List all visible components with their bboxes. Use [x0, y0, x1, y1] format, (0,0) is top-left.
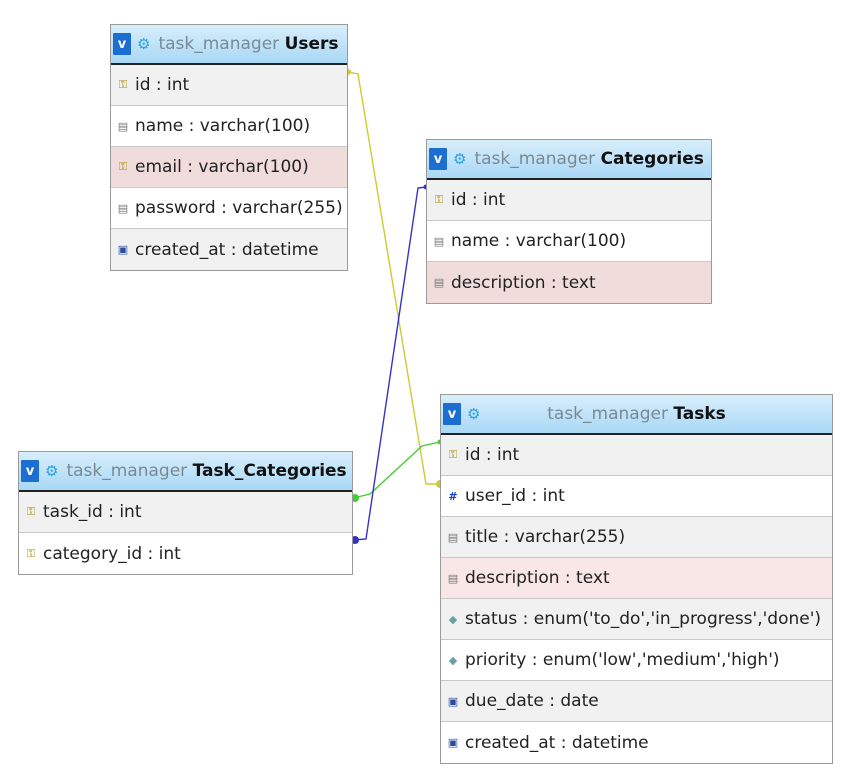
datetime-icon: ▣	[117, 243, 129, 256]
number-icon: #	[448, 489, 458, 503]
column-icon: ▤	[433, 276, 445, 289]
field-label: email : varchar(100)	[135, 157, 309, 177]
field-row[interactable]: ⚿ email : varchar(100)	[111, 147, 347, 188]
table-title: task_manager Users	[158, 34, 338, 54]
date-icon: ▣	[447, 694, 459, 708]
gear-icon[interactable]: ⚙	[453, 149, 467, 168]
table-title: task_manager Tasks	[441, 404, 832, 424]
table-name: Categories	[600, 149, 704, 169]
table-title: task_manager Categories	[474, 149, 703, 169]
enum-icon: ◆	[448, 612, 458, 626]
field-row[interactable]: ▤ description : text	[427, 262, 711, 303]
enum-icon: ◆	[448, 653, 458, 667]
table-categories[interactable]: v ⚙ task_manager Categories ⚿ id : int ▤ n…	[426, 139, 712, 304]
field-row[interactable]: ▣ created_at : datetime	[441, 722, 832, 763]
table-tasks[interactable]: v ⚙ task_manager Tasks ⚿ id : int # user_i…	[440, 394, 833, 764]
field-row[interactable]: # user_id : int	[441, 476, 832, 517]
relation-end-dot	[351, 536, 359, 544]
table-name: Users	[284, 34, 339, 54]
field-label: name : varchar(100)	[451, 231, 627, 251]
relation-end-dot	[351, 494, 359, 502]
table-title: task_manager Task_Categories	[66, 461, 346, 481]
key-icon: ⚿	[118, 160, 128, 173]
table-header[interactable]: v ⚙ task_manager Task_Categories	[19, 452, 352, 492]
table-header[interactable]: v ⚙ task_manager Tasks	[441, 395, 832, 435]
field-row[interactable]: ▣ created_at : datetime	[111, 229, 347, 270]
field-label: id : int	[465, 445, 520, 465]
collapse-toggle-icon[interactable]: v	[443, 403, 461, 425]
column-icon: ▤	[447, 530, 459, 544]
field-row[interactable]: ▤ name : varchar(100)	[427, 221, 711, 262]
field-label: task_id : int	[43, 502, 142, 522]
table-users[interactable]: v ⚙ task_manager Users ⚿ id : int ▤ name :…	[110, 24, 348, 271]
table-name: Task_Categories	[192, 461, 347, 481]
field-row[interactable]: ⚿ id : int	[441, 435, 832, 476]
column-icon: ▤	[117, 119, 129, 133]
field-label: created_at : datetime	[135, 239, 319, 260]
field-label: id : int	[451, 190, 506, 210]
table-header[interactable]: v ⚙ task_manager Users	[111, 25, 347, 65]
key-icon: ⚿	[26, 505, 36, 518]
field-label: description : text	[465, 568, 610, 588]
key-icon: ⚿	[26, 546, 36, 560]
field-row[interactable]: ▤ title : varchar(255)	[441, 517, 832, 558]
field-row[interactable]: ⚿ category_id : int	[19, 533, 352, 574]
field-row[interactable]: ◆ priority : enum('low','medium','high')	[441, 640, 832, 681]
collapse-toggle-icon[interactable]: v	[113, 33, 131, 55]
field-label: title : varchar(255)	[465, 527, 626, 547]
field-label: due_date : date	[465, 691, 599, 711]
field-label: user_id : int	[465, 486, 565, 506]
datetime-icon: ▣	[447, 736, 459, 749]
relation-users-tasks[interactable]	[347, 71, 440, 485]
table-header[interactable]: v ⚙ task_manager Categories	[427, 140, 711, 180]
field-row[interactable]: ⚿ task_id : int	[19, 492, 352, 533]
field-row[interactable]: ⚿ id : int	[111, 65, 347, 106]
field-label: password : varchar(255)	[135, 198, 343, 218]
field-label: created_at : datetime	[465, 732, 649, 753]
column-icon: ▤	[433, 234, 445, 248]
gear-icon[interactable]: ⚙	[137, 34, 151, 53]
field-label: description : text	[451, 272, 596, 293]
relation-taskcategories-tasks[interactable]	[352, 441, 441, 499]
relation-taskcategories-categories[interactable]	[352, 186, 427, 541]
field-label: category_id : int	[43, 543, 181, 564]
field-row[interactable]: ▤ password : varchar(255)	[111, 188, 347, 229]
gear-icon[interactable]: ⚙	[467, 404, 481, 423]
collapse-toggle-icon[interactable]: v	[429, 148, 447, 170]
column-icon: ▤	[117, 201, 129, 215]
field-label: priority : enum('low','medium','high')	[465, 650, 780, 670]
field-label: status : enum('to_do','in_progress','don…	[465, 609, 822, 629]
gear-icon[interactable]: ⚙	[45, 461, 59, 480]
collapse-toggle-icon[interactable]: v	[21, 460, 39, 482]
field-row[interactable]: ▤ name : varchar(100)	[111, 106, 347, 147]
field-row[interactable]: ⚿ id : int	[427, 180, 711, 221]
field-row[interactable]: ▣ due_date : date	[441, 681, 832, 722]
key-icon: ⚿	[448, 448, 458, 461]
key-icon: ⚿	[118, 78, 128, 91]
database-name: task_manager	[158, 34, 280, 54]
field-row[interactable]: ▤ description : text	[441, 558, 832, 599]
database-name: task_manager	[474, 149, 596, 169]
database-name: task_manager	[547, 404, 668, 424]
field-label: name : varchar(100)	[135, 116, 311, 136]
field-row[interactable]: ◆ status : enum('to_do','in_progress','do…	[441, 599, 832, 640]
column-icon: ▤	[447, 571, 459, 585]
database-name: task_manager	[66, 461, 188, 481]
table-task-categories[interactable]: v ⚙ task_manager Task_Categories ⚿ task_i…	[18, 451, 353, 575]
field-label: id : int	[135, 75, 190, 95]
table-name: Tasks	[673, 404, 726, 424]
key-icon: ⚿	[434, 193, 444, 206]
